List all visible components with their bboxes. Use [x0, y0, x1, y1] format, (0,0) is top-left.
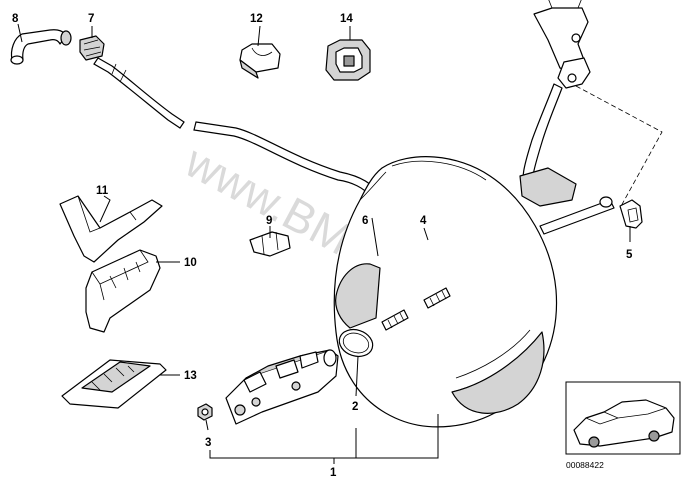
cover-part-10[interactable]	[85, 249, 161, 333]
brake-booster-part-1[interactable]	[333, 156, 615, 428]
grommet-part-14[interactable]	[325, 39, 371, 81]
reference-code: 00088422	[566, 460, 604, 470]
o-ring-part-2[interactable]	[336, 325, 376, 360]
callout-2: 2	[352, 401, 358, 413]
callout-12: 12	[250, 13, 263, 25]
callout-9: 9	[266, 215, 272, 227]
callouts: 1 2 3 4 5 6 7 8 9 10 11 12 13 14	[12, 13, 633, 479]
callout-7: 7	[88, 13, 94, 25]
clip-part-9[interactable]	[249, 231, 291, 257]
callout-1: 1	[330, 467, 337, 479]
callout-8: 8	[12, 13, 19, 25]
brake-pedal-assembly	[519, 0, 663, 209]
callout-10: 10	[184, 257, 197, 269]
heat-shield-part-11[interactable]	[59, 195, 163, 263]
callout-4: 4	[420, 215, 427, 227]
hose-elbow-part-8[interactable]	[10, 29, 72, 65]
callout-13: 13	[184, 370, 197, 382]
callout-3: 3	[205, 437, 211, 449]
callout-6: 6	[362, 215, 368, 227]
nut-part-3[interactable]	[197, 403, 213, 421]
callout-11: 11	[96, 185, 109, 197]
callout-14: 14	[340, 13, 353, 25]
leader-lines	[17, 23, 631, 464]
hose-clamp-part-7[interactable]	[79, 35, 105, 61]
callout-5: 5	[626, 249, 633, 261]
master-cylinder[interactable]	[225, 349, 339, 425]
cap-part-12[interactable]	[239, 43, 281, 79]
clip-part-5[interactable]	[619, 199, 643, 229]
clip-tray-part-13[interactable]	[61, 359, 167, 409]
vehicle-thumbnail: 00088422	[565, 381, 681, 470]
